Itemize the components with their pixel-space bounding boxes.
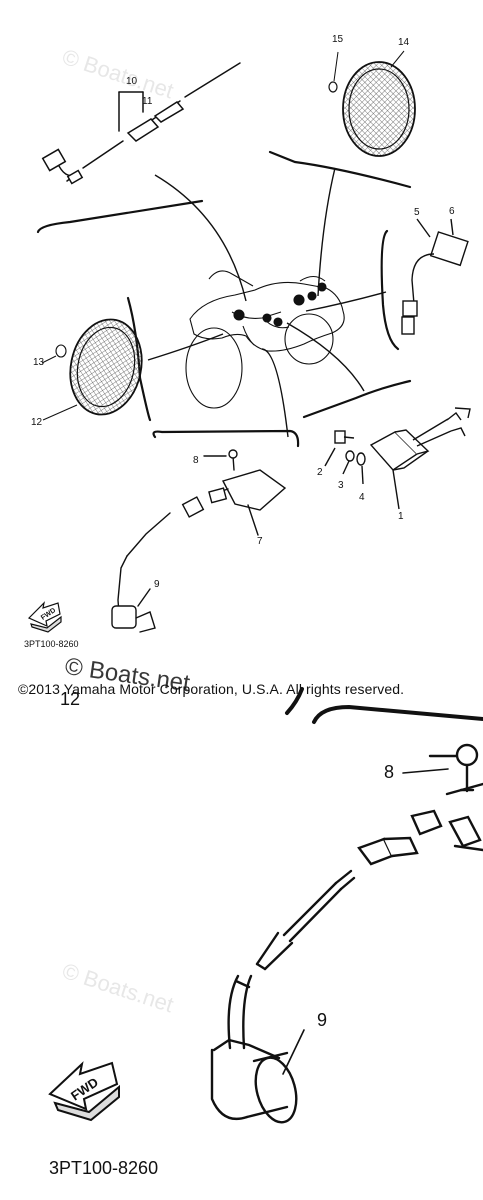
callout-6: 6 [449,206,455,217]
reflector-lens-12 [41,318,143,421]
callout-lower-8: 8 [384,762,395,782]
part-code-upper: 3PT100-8260 [24,639,79,649]
part-code-lower: 3PT100-8260 [49,1158,159,1178]
callout-13: 13 [33,357,45,368]
copyright-notice: ©2013 Yamaha Motor Corporation, U.S.A. A… [18,681,405,697]
callout-10: 10 [126,76,138,87]
callout-lower-9: 9 [317,1010,328,1030]
relay-part [401,218,469,335]
motorcycle-silhouette [185,270,345,409]
reflector-lens-14 [328,50,416,157]
callout-7: 7 [257,536,263,547]
section-dividers [36,150,412,448]
enlarged-view [210,687,483,1124]
cdi-unit-part [324,407,471,510]
callout-1: 1 [398,511,404,522]
callout-15: 15 [332,34,344,45]
callout-12: 12 [31,417,43,428]
callout-5: 5 [414,207,420,218]
callout-2: 2 [317,467,323,478]
callout-4: 4 [359,492,365,503]
callout-9: 9 [154,579,160,590]
harness-part [41,62,241,185]
callout-14: 14 [398,37,410,48]
ignition-coil-upper [111,449,287,633]
callout-11: 11 [142,96,153,107]
fwd-arrow-lower [48,1061,120,1122]
fwd-arrow-upper [27,601,62,633]
leader-curves [147,167,387,438]
partial-label: 12 [60,689,81,709]
callout-3: 3 [338,480,344,491]
callout-8: 8 [193,455,199,466]
